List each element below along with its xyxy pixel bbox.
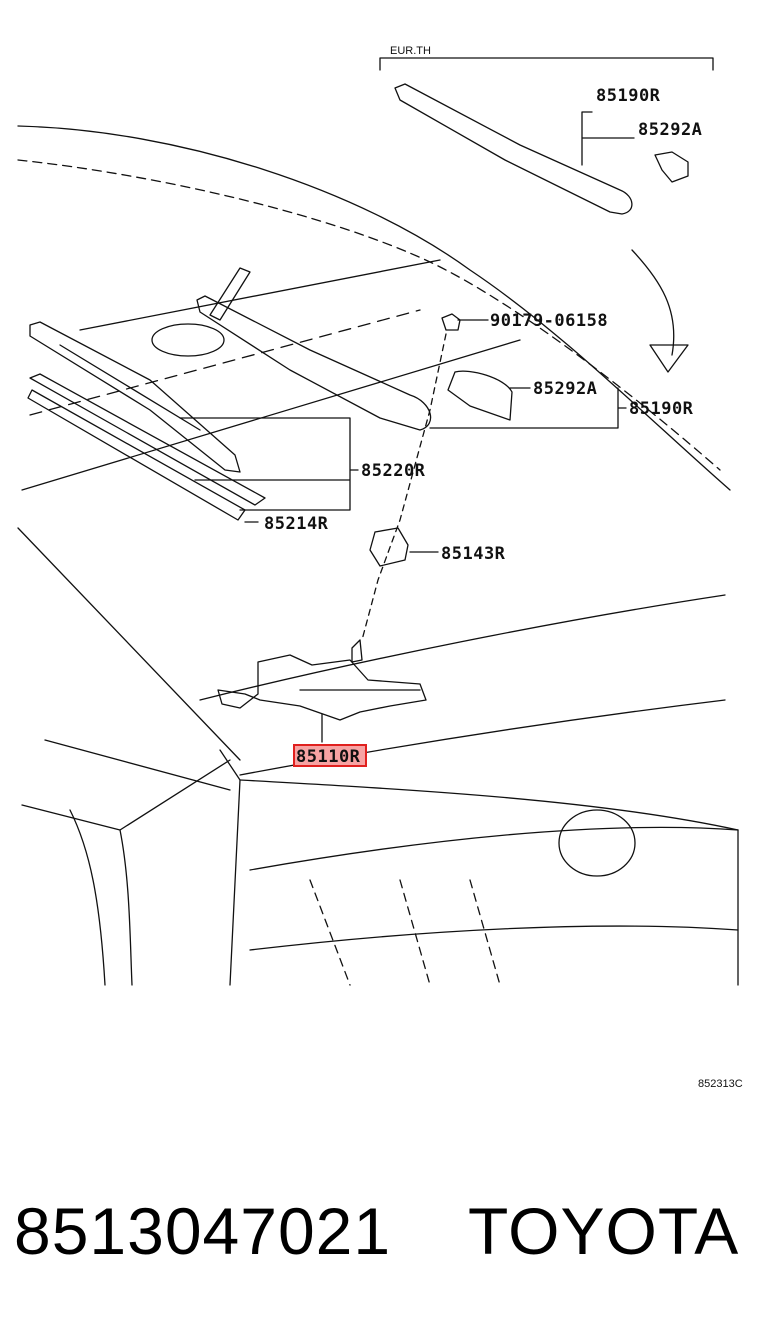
leader-arm	[429, 387, 627, 429]
callout-arm-top: 85190R	[596, 86, 661, 106]
pillar-left	[69, 809, 106, 986]
variant-bracket	[379, 57, 714, 71]
nozzle-base	[151, 323, 225, 357]
cap-shape	[447, 370, 513, 421]
motor-highlight-box	[293, 744, 367, 767]
arm-top-shape	[394, 83, 633, 215]
insert-shape	[29, 373, 266, 506]
flow-arrow	[631, 249, 675, 356]
window-upper-edge	[17, 125, 731, 491]
motor-shaft	[351, 639, 363, 663]
part-number: 8513047021	[14, 1194, 392, 1268]
variant-label: EUR.TH	[390, 45, 431, 57]
leader-arm-top	[581, 111, 635, 166]
insert-shape-2	[27, 389, 246, 521]
dash-guide-2	[399, 879, 431, 986]
grommet-shape	[369, 527, 409, 567]
body-crease	[21, 759, 231, 831]
hatch-panel-line	[249, 826, 739, 871]
hatch-top-edge	[199, 594, 726, 701]
window-reflection-1	[29, 309, 421, 416]
motor-body	[217, 654, 427, 721]
callout-nut: 90179-06158	[490, 311, 608, 331]
nut-shape	[441, 313, 461, 331]
leader-blade	[179, 417, 359, 511]
drawing-code: 852313C	[698, 1078, 743, 1090]
hatch-lower-edge	[239, 779, 739, 831]
pillar-mid	[119, 829, 133, 986]
window-reflection-3	[79, 259, 441, 331]
callout-cap: 85292A	[533, 379, 597, 399]
dash-guide-1	[309, 879, 351, 986]
emblem-outline	[558, 809, 636, 877]
dash-guide-3	[469, 879, 501, 986]
callout-cap-top: 85292A	[638, 120, 702, 140]
cap-top-shape	[654, 151, 689, 183]
body-shoulder	[44, 739, 231, 791]
callout-arm: 85190R	[629, 399, 694, 419]
assembly-axis	[361, 333, 447, 641]
window-reflection-2	[21, 339, 521, 491]
parts-diagram: EUR.TH 85190R 85292A 90179-06158 85292A …	[17, 45, 739, 986]
hatch-bottom-edge	[249, 925, 739, 951]
nozzle-stem	[209, 267, 251, 321]
footer: 8513047021 TOYOTA	[0, 1186, 760, 1276]
arm-shape	[196, 295, 432, 431]
callout-grommet: 85143R	[441, 544, 506, 564]
flow-arrow-head	[649, 344, 689, 373]
callout-motor: 85110R	[296, 747, 361, 767]
window-lower-edge	[17, 527, 241, 761]
window-inner-edge	[17, 159, 721, 471]
blade-shape	[29, 321, 241, 473]
callout-insert: 85214R	[264, 514, 329, 534]
blade-rail	[59, 344, 201, 431]
brand-name: TOYOTA	[468, 1194, 740, 1268]
body-corner	[219, 749, 241, 986]
callout-blade: 85220R	[361, 461, 426, 481]
